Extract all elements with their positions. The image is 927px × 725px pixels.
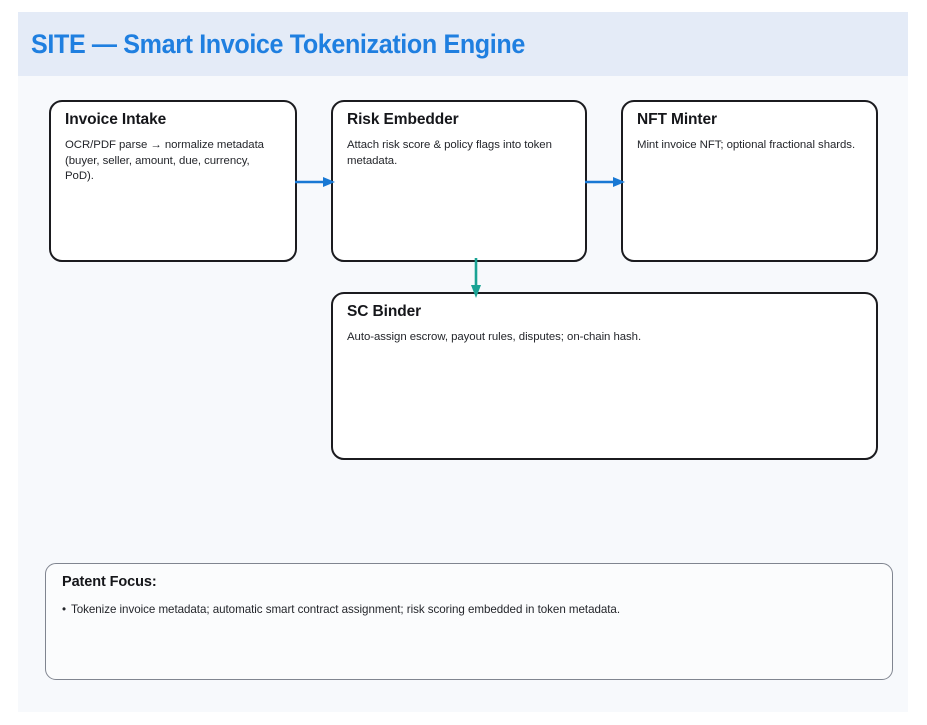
node-description: Attach risk score & policy flags into to… — [347, 139, 552, 167]
node-description: Auto-assign escrow, payout rules, disput… — [347, 331, 642, 343]
header-band: SITE — Smart Invoice Tokenization Engine — [18, 12, 908, 76]
bullet-icon: • — [62, 603, 67, 616]
arrow-right-icon-intake-to-risk — [295, 172, 335, 192]
node-description: OCR/PDF parse → normalize metadata (buye… — [65, 139, 264, 183]
patent-focus-list: • Tokenize invoice metadata; automatic sm… — [62, 601, 878, 618]
page-title: SITE — Smart Invoice Tokenization Engine — [31, 29, 525, 59]
patent-focus-title: Patent Focus: — [62, 574, 157, 590]
node-nft-minter[interactable]: NFT Minter Mint invoice NFT; optional fr… — [621, 100, 878, 262]
node-risk-embedder[interactable]: Risk Embedder Attach risk score & policy… — [331, 100, 587, 262]
arrow-right-icon-risk-to-nft — [585, 172, 625, 192]
node-title: Risk Embedder — [347, 111, 459, 128]
node-title: Invoice Intake — [65, 111, 167, 128]
arrow-down-icon-risk-to-binder — [466, 258, 486, 298]
node-title: NFT Minter — [637, 111, 717, 128]
node-title: SC Binder — [347, 303, 422, 320]
list-item: • Tokenize invoice metadata; automatic sm… — [62, 601, 878, 618]
slide-page: SITE — Smart Invoice Tokenization Engine… — [18, 12, 908, 712]
node-description: Mint invoice NFT; optional fractional sh… — [637, 139, 856, 151]
node-sc-binder[interactable]: SC Binder Auto-assign escrow, payout rul… — [331, 292, 878, 460]
list-item-text: Tokenize invoice metadata; automatic sma… — [71, 603, 621, 616]
patent-focus-panel: Patent Focus: • Tokenize invoice metadata… — [45, 563, 893, 680]
node-invoice-intake[interactable]: Invoice Intake OCR/PDF parse → normalize… — [49, 100, 297, 262]
